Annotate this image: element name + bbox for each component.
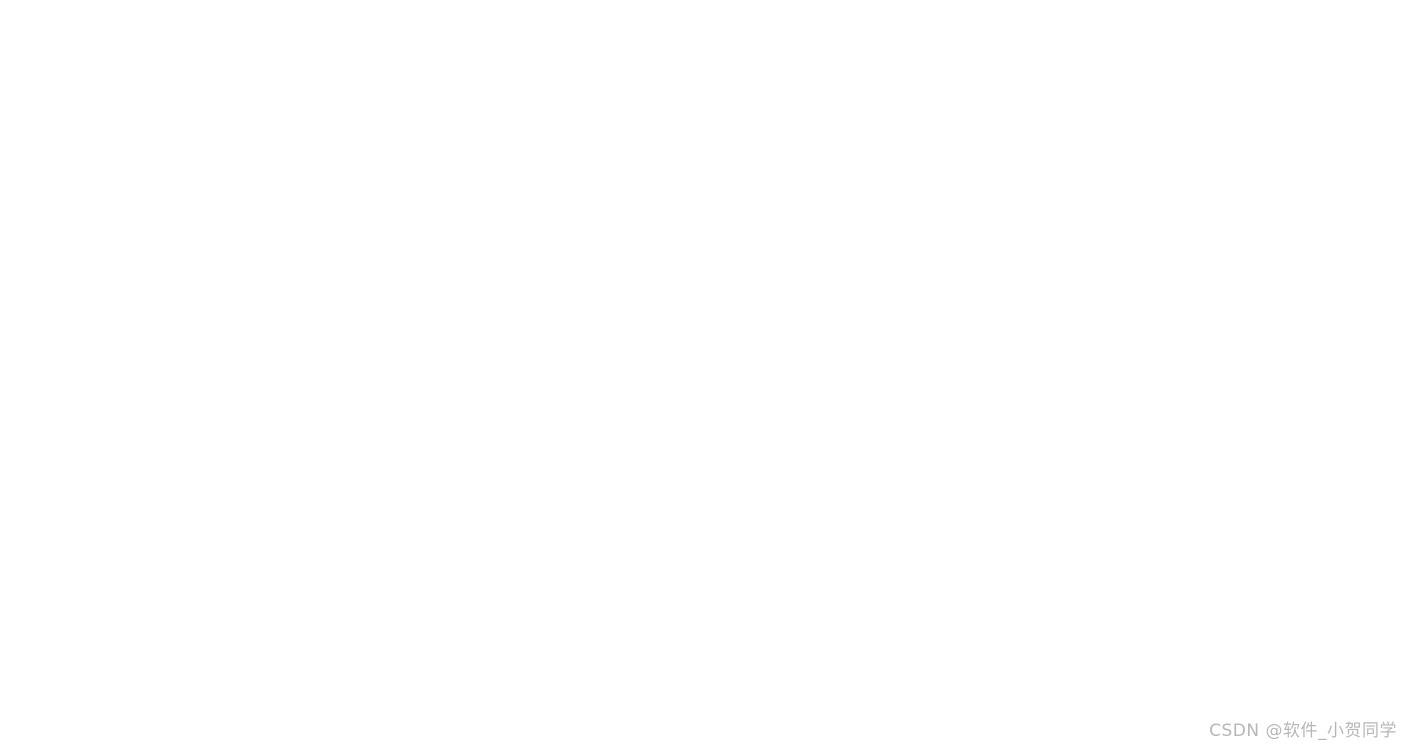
watermark-label: CSDN @软件_小贺同学 [1209, 721, 1397, 741]
